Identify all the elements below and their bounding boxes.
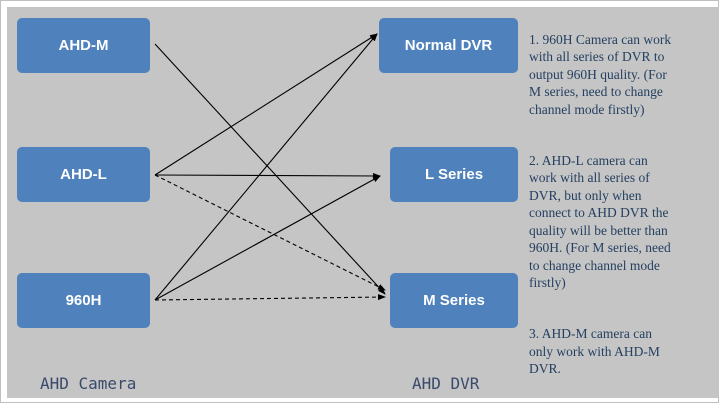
arrow-ahdm-to-mser — [154, 43, 386, 295]
dvr-box-normal: Normal DVR — [379, 18, 518, 73]
note-ahd-m: 3. AHD-M camera can only work with AHD-M… — [529, 326, 660, 376]
dvr-label: M Series — [423, 292, 485, 309]
camera-column-label: AHD Camera — [40, 374, 137, 393]
arrow-960h-to-normal — [154, 33, 378, 301]
camera-box-ahd-l: AHD-L — [17, 147, 150, 202]
dvr-column-label: AHD DVR — [412, 374, 480, 393]
dvr-label: Normal DVR — [404, 37, 493, 54]
note-960h: 1. 960H Camera can work with all series … — [529, 31, 672, 117]
note-ahd-l: 2. AHD-L camera can work with all series… — [529, 152, 671, 291]
camera-label: 960H — [65, 292, 102, 309]
dvr-label: L Series — [424, 166, 484, 183]
arrow-960h-to-mser — [154, 294, 386, 301]
arrow-960h-to-lser — [154, 175, 381, 301]
dvr-box-l-series: L Series — [390, 147, 518, 202]
notes-panel: 1. 960H Camera can work with all series … — [529, 13, 711, 411]
camera-label: AHD-L — [60, 166, 107, 183]
camera-box-960h: 960H — [17, 273, 150, 328]
arrow-ahdl-to-normal — [154, 33, 378, 176]
arrow-ahdl-to-lser — [154, 172, 381, 179]
camera-label: AHD-M — [58, 37, 109, 54]
camera-box-ahd-m: AHD-M — [17, 18, 150, 73]
dvr-box-m-series: M Series — [390, 273, 518, 328]
arrow-ahdl-to-mser — [154, 174, 386, 291]
